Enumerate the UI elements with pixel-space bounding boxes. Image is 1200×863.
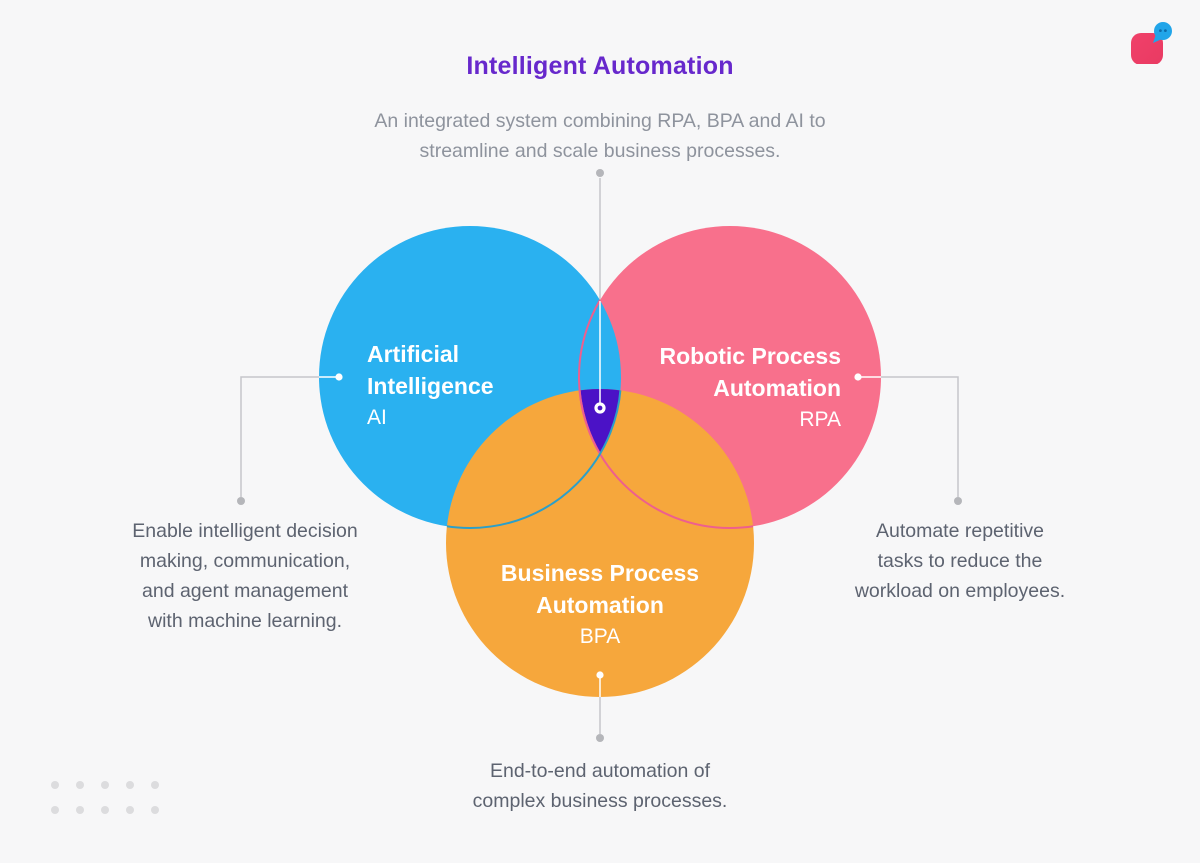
page-subtitle: An integrated system combining RPA, BPA … <box>374 110 826 162</box>
bpa-name: Business Process Automation <box>500 560 700 618</box>
rpa-marker-dot <box>854 373 862 381</box>
bpa-acronym: BPA <box>579 625 621 648</box>
ai-annotation: Enable intelligent decision making, comm… <box>132 520 358 632</box>
center-marker-ring <box>594 402 606 414</box>
chat-bubble-icon <box>1153 22 1172 43</box>
decor-dot-grid <box>51 781 159 814</box>
subtitle-anchor-dot <box>596 169 604 177</box>
bpa-annotation: End-to-end automation of complex busines… <box>472 760 728 812</box>
overlap-outline-arcs <box>446 226 754 529</box>
page-title: Intelligent Automation <box>466 52 734 80</box>
bubble-tail <box>1153 34 1162 43</box>
ai-label: Artificial Intelligence AI <box>367 338 494 430</box>
rpa-label: Robotic Process Automation RPA <box>660 340 842 432</box>
rpa-acronym: RPA <box>799 408 841 431</box>
ai-annotation-dot <box>237 497 245 505</box>
ai-marker-dot <box>335 373 343 381</box>
bpa-label: Business Process Automation BPA <box>450 557 750 649</box>
brand-logo <box>1131 22 1172 64</box>
rpa-annotation: Automate repetitive tasks to reduce the … <box>854 520 1066 602</box>
bpa-annotation-dot <box>596 734 604 742</box>
rpa-name: Robotic Process Automation <box>659 343 842 401</box>
rpa-annotation-dot <box>954 497 962 505</box>
ai-acronym: AI <box>367 406 387 429</box>
bpa-circle <box>446 389 754 697</box>
decor-dots <box>51 781 159 814</box>
ai-name: Artificial Intelligence <box>367 341 494 399</box>
bpa-marker-dot <box>596 671 604 679</box>
connector-endpoint-dots <box>237 169 962 742</box>
